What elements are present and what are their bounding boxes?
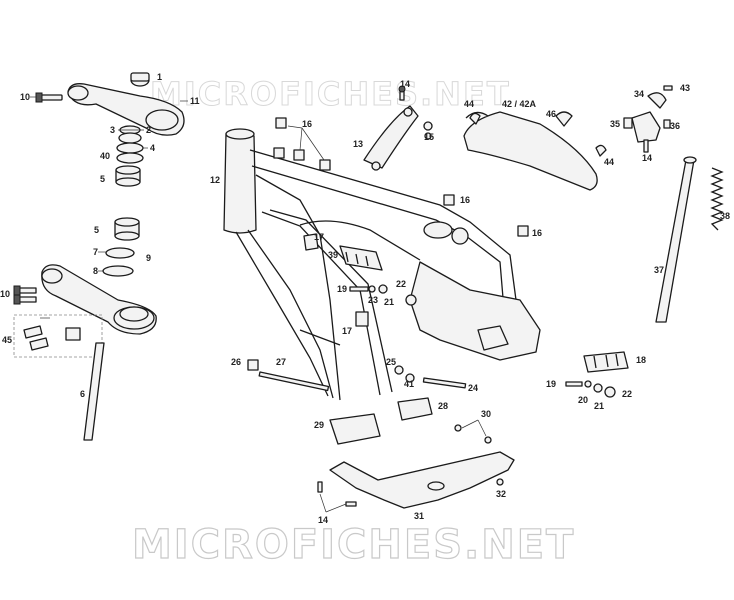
callout-18: 18 [636,355,647,365]
callout-36: 36 [670,121,681,131]
bracket-13 [363,105,419,169]
screw-14-bottom [317,481,357,507]
callout-5-upper: 5 [100,174,106,184]
callout-35: 35 [610,119,621,129]
bolts-10-lower [13,285,37,305]
callout-16-right: 16 [532,228,543,238]
callout-16-middle: 16 [460,195,471,205]
bolt-24 [422,377,467,389]
callout-27: 27 [276,357,287,367]
callout-28: 28 [438,401,449,411]
screw-14-top [398,85,406,101]
callout-14-top: 14 [400,79,411,89]
side-stand-37 [655,159,695,323]
seal-7 [105,247,135,259]
callout-30: 30 [481,409,492,419]
callout-12: 12 [210,175,221,185]
callout-19-right: 19 [546,379,557,389]
ring-40 [116,152,144,164]
callout-42-42a: 42 / 42A [502,99,537,109]
callout-43: 43 [680,83,691,93]
callout-9: 9 [146,253,152,263]
watermark-bottom: MICROFICHES.NET [131,521,576,568]
pin-19-left [349,284,388,294]
main-frame-12 [223,128,541,401]
watermark-top: MICROFICHES.NET [150,75,511,114]
callout-20: 20 [578,395,589,405]
skid-plate-31 [329,451,515,509]
callout-25: 25 [386,357,397,367]
callout-19-left: 19 [337,284,348,294]
callout-8: 8 [93,266,99,276]
callout-17-lower: 17 [342,326,353,336]
ring-4 [116,142,144,154]
callout-31: 31 [414,511,425,521]
callout-11: 11 [190,96,200,106]
callout-34: 34 [634,89,645,99]
chain-guard-42 [463,111,598,191]
screw-43 [663,85,673,91]
callout-22-right: 22 [622,389,633,399]
callout-4: 4 [150,143,156,153]
seal-2 [118,132,142,144]
callout-46: 46 [546,109,557,119]
lower-triple-clamp [41,264,157,335]
callout-45: 45 [2,335,13,345]
callout-29: 29 [314,420,325,430]
bolt-10-upper [35,92,63,103]
callout-14-bottom: 14 [318,515,329,525]
callout-23: 23 [368,295,379,305]
callout-44-left: 44 [464,99,475,109]
callout-6: 6 [80,389,86,399]
callout-1: 1 [157,72,163,82]
callout-3: 3 [110,125,116,135]
bolt-27 [247,359,330,392]
ring-8 [102,265,134,277]
callout-26: 26 [231,357,242,367]
callout-10-upper: 10 [20,92,31,102]
bearing-5-upper [115,165,141,187]
callout-2: 2 [146,125,152,135]
callout-14-right: 14 [642,153,653,163]
callout-16-top: 16 [302,119,313,129]
callout-38: 38 [720,211,731,221]
callout-21-left: 21 [384,297,395,307]
pad-28 [397,397,433,421]
steering-stem-6 [83,342,105,441]
callout-40: 40 [100,151,111,161]
callout-37: 37 [654,265,665,275]
footpeg-18 [583,351,629,373]
callout-7: 7 [93,247,99,257]
bracket-34 [631,111,661,143]
bearing-5-lower [114,217,140,241]
callout-22-left: 22 [396,279,407,289]
callout-21-right: 21 [594,401,605,411]
callout-17-upper: 17 [314,232,325,242]
footpeg-39 [339,245,383,271]
callout-10-lower: 10 [0,289,11,299]
callout-32: 32 [496,489,507,499]
pin-19-right [565,380,616,398]
callout-5-lower: 5 [94,225,100,235]
callout-24: 24 [468,383,479,393]
callout-15: 15 [424,132,435,142]
callout-44-right: 44 [604,157,615,167]
callout-13: 13 [353,139,364,149]
upper-triple-clamp [67,72,185,136]
spring-38 [710,167,724,231]
callout-39: 39 [328,250,339,260]
pad-29 [329,413,381,445]
callout-41: 41 [404,379,415,389]
